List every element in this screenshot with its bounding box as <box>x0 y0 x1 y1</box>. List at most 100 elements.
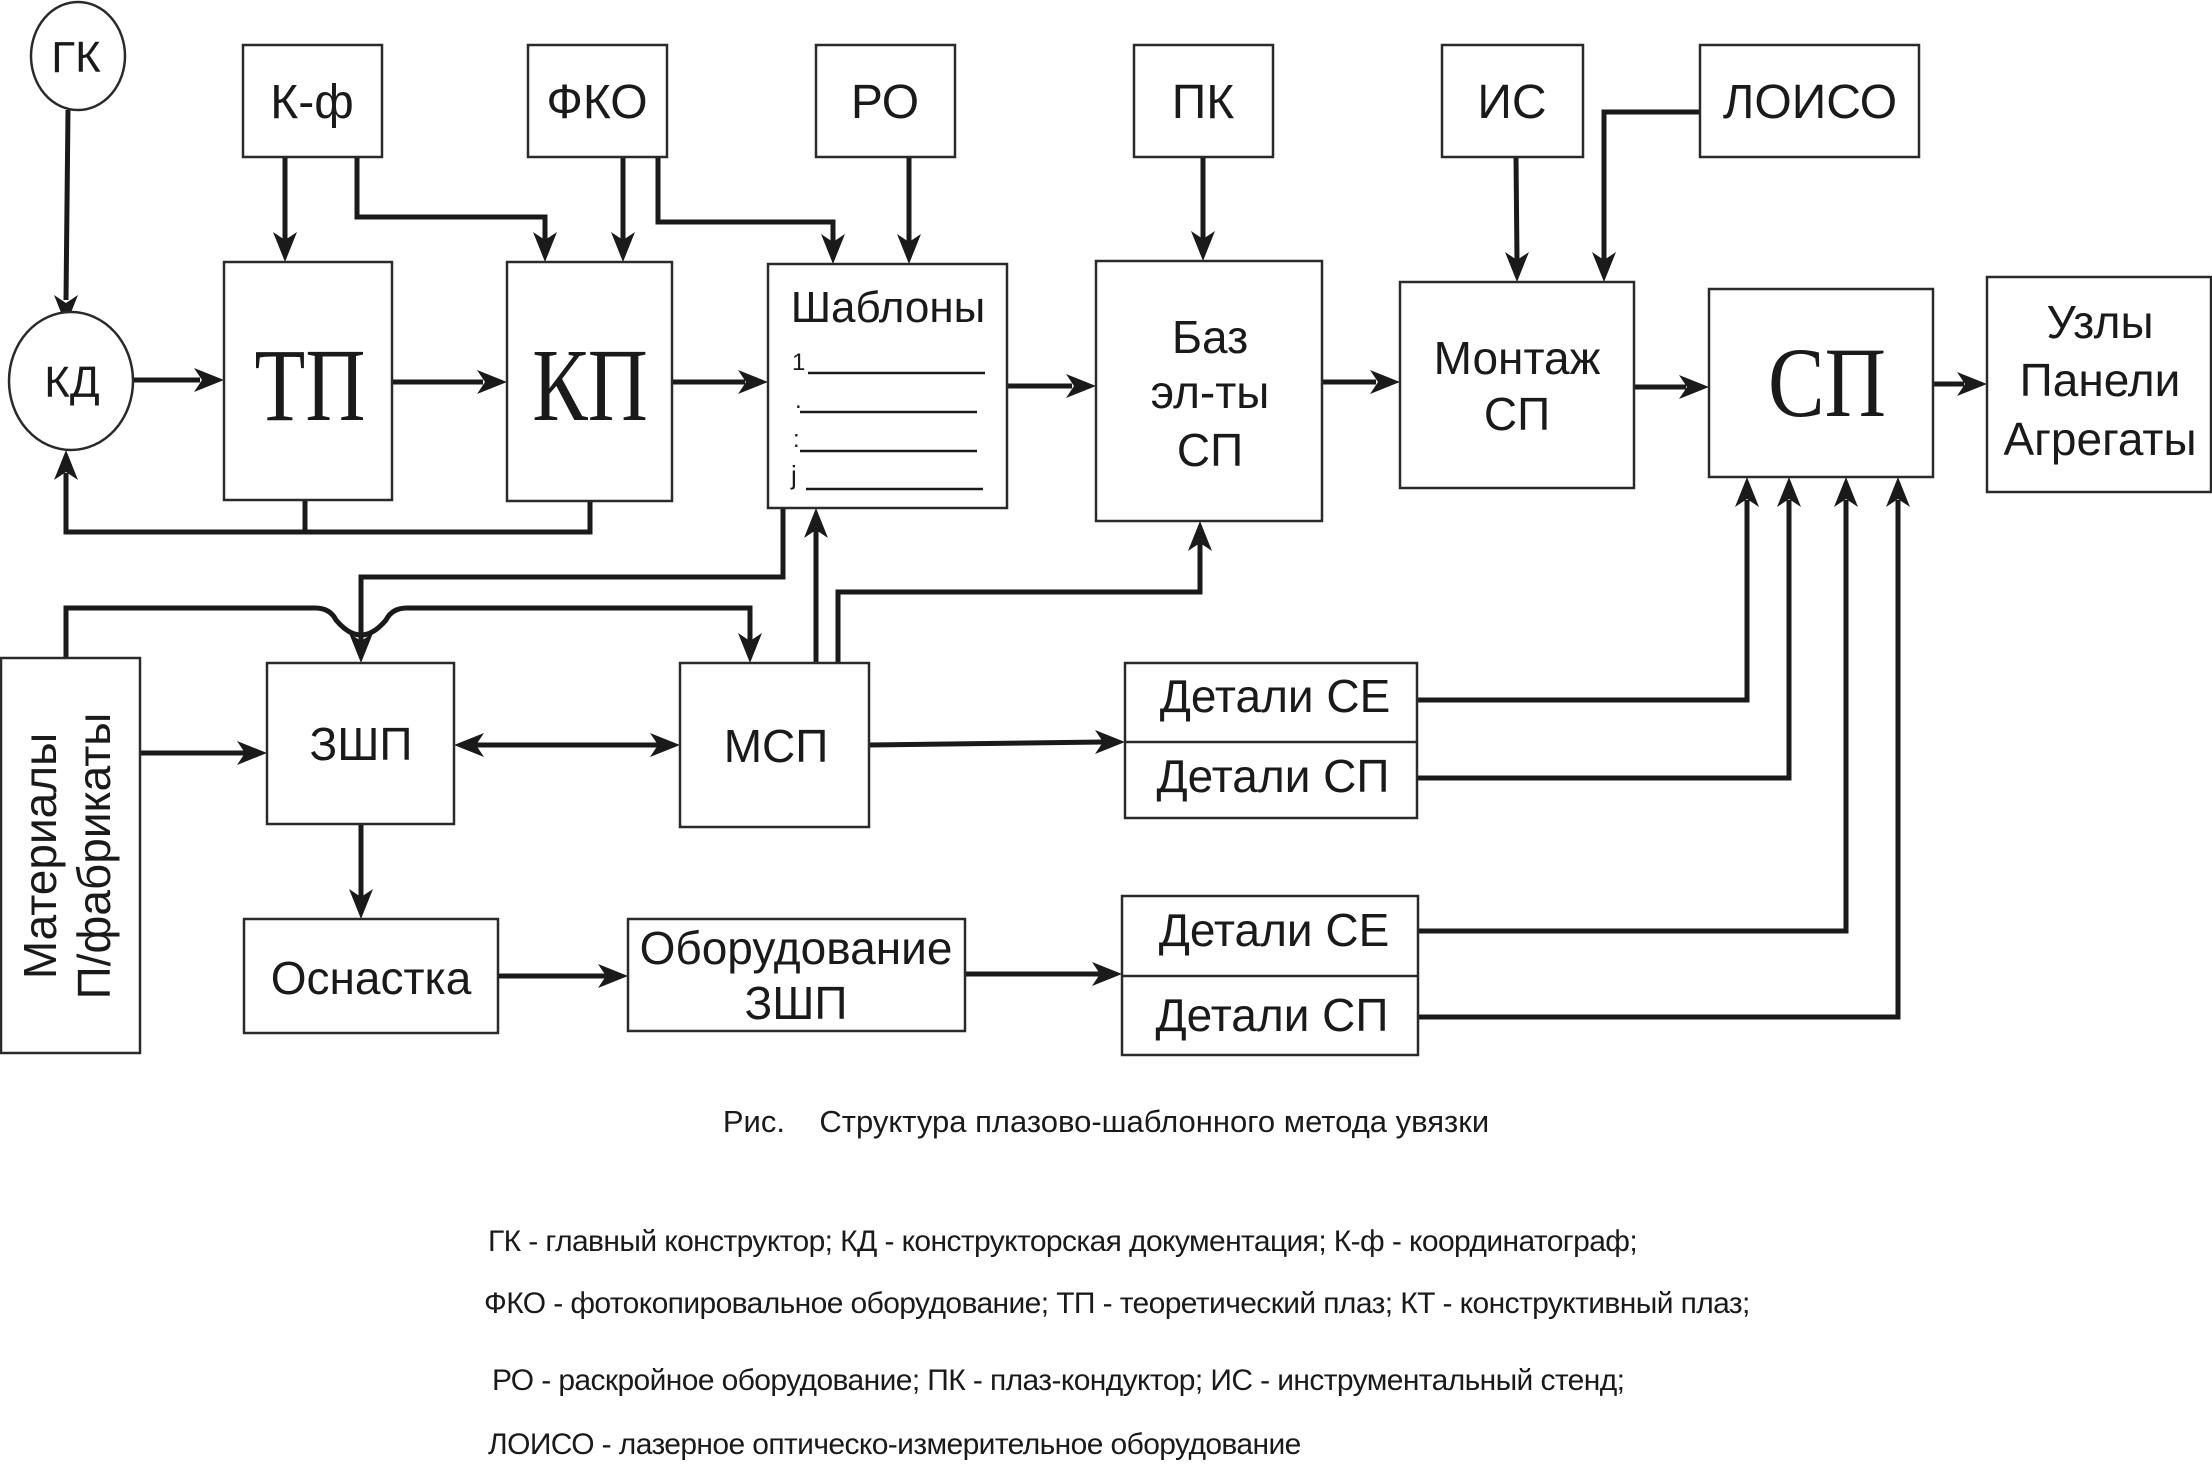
legend-line: ЛОИСО - лазерное оптическо-измерительное… <box>488 1428 1301 1461</box>
parts-top-sp: Детали СП <box>1157 750 1390 802</box>
arrowhead-icon <box>1505 252 1529 282</box>
arrowhead-icon <box>1834 477 1858 507</box>
node-outputs-line-1: Узлы <box>2046 296 2153 348</box>
node-assembly-line-2: СП <box>1484 388 1550 440</box>
node-outputs-line-2: Панели <box>2020 354 2181 406</box>
connector-kf-kp <box>354 157 548 240</box>
arrowhead-icon <box>194 368 224 392</box>
connector-msp-parts-top <box>868 739 1104 748</box>
node-outputs[interactable]: Узлы Панели Агрегаты <box>1985 275 2212 494</box>
node-base-line-3: СП <box>1177 424 1243 476</box>
connector-fko-templates <box>655 157 836 242</box>
arrowhead-icon <box>1957 372 1987 396</box>
template-row-marker: . <box>795 387 802 414</box>
arrowhead-icon <box>1188 521 1212 551</box>
arrowhead-icon <box>650 733 680 757</box>
arrowhead-icon <box>804 508 828 538</box>
arrowhead-icon <box>1777 477 1801 507</box>
node-base-elements[interactable]: Баз эл-ты СП <box>1094 259 1324 523</box>
arrowhead-icon <box>1066 374 1096 398</box>
node-fko-label: ФКО <box>546 76 647 129</box>
node-zshp-label: ЗШП <box>309 718 412 770</box>
template-row-marker: 1 <box>792 349 805 376</box>
template-row-marker: j <box>790 460 797 490</box>
node-kd-label: КД <box>44 358 99 407</box>
node-gk[interactable]: ГК <box>29 0 127 112</box>
node-tooling-label: Оснастка <box>271 952 472 1004</box>
node-kp[interactable]: КП <box>505 260 674 503</box>
node-parts-top[interactable]: Детали СЕ Детали СП <box>1123 661 1419 820</box>
arrowhead-icon <box>1370 370 1400 394</box>
node-kp-label: КП <box>532 328 648 443</box>
node-tp-label: ТП <box>255 328 366 443</box>
node-loiso[interactable]: ЛОИСО <box>1698 43 1921 159</box>
connector-gk-kd <box>63 109 71 301</box>
node-pk-label: ПК <box>1172 76 1235 129</box>
caption-prefix: Рис. <box>722 1104 785 1139</box>
node-kf[interactable]: К-ф <box>241 43 384 159</box>
connector-parts-ce1-sp <box>1417 500 1750 703</box>
arrowhead-icon <box>611 232 635 262</box>
legend-line: ГК - главный конструктор; КД - конструкт… <box>488 1225 1638 1258</box>
parts-bottom-sp: Детали СП <box>1156 989 1389 1041</box>
arrowhead-icon <box>477 370 507 394</box>
node-fko[interactable]: ФКО <box>526 43 669 159</box>
arrowhead-icon <box>897 234 921 264</box>
node-assembly-line-1: Монтаж <box>1434 332 1601 384</box>
connectors <box>63 109 1964 1020</box>
node-is[interactable]: ИС <box>1440 43 1585 159</box>
node-base-line-1: Баз <box>1172 311 1248 363</box>
node-tp[interactable]: ТП <box>222 260 394 502</box>
template-row-marker: : <box>793 426 800 453</box>
node-kf-label: К-ф <box>270 76 353 129</box>
node-assembly[interactable]: Монтаж СП <box>1398 280 1636 490</box>
node-materials[interactable]: Материалы П/фабрикаты <box>0 656 142 1055</box>
arrowhead-icon <box>54 450 78 480</box>
figure-caption: Рис. Структура плазово-шаблонного метода… <box>0 1104 2212 1140</box>
arrowhead-icon <box>1886 477 1910 507</box>
node-loiso-label: ЛОИСО <box>1723 76 1897 129</box>
arrowhead-icon <box>533 232 557 262</box>
arrowhead-icon <box>237 741 267 765</box>
node-materials-line-1: Материалы <box>14 733 66 979</box>
node-ro-label: РО <box>851 76 919 129</box>
node-parts-bottom[interactable]: Детали СЕ Детали СП <box>1120 894 1420 1057</box>
parts-top-ce: Детали СЕ <box>1160 670 1391 722</box>
arrowhead-icon <box>821 234 845 264</box>
arrowheads <box>54 231 1987 988</box>
node-tooling[interactable]: Оснастка <box>242 917 500 1035</box>
node-ro[interactable]: РО <box>814 43 957 159</box>
node-templates-title: Шаблоны <box>791 283 986 332</box>
arrowhead-icon <box>54 295 78 325</box>
node-msp[interactable]: МСП <box>678 661 871 829</box>
node-equipment[interactable]: Оборудование ЗШП <box>626 917 967 1033</box>
arrowhead-icon <box>598 964 628 988</box>
connector-feedback-kd <box>63 473 593 535</box>
legend-line: РО - раскройное оборудование; ПК - плаз-… <box>492 1364 1625 1397</box>
arrowhead-icon <box>738 370 768 394</box>
node-base-line-2: эл-ты <box>1151 366 1270 418</box>
connector-loiso-assembly <box>1601 109 1700 260</box>
node-equipment-line-2: ЗШП <box>744 977 847 1029</box>
node-gk-label: ГК <box>51 33 101 82</box>
node-msp-label: МСП <box>724 720 829 772</box>
node-pk[interactable]: ПК <box>1132 43 1275 159</box>
node-templates[interactable]: Шаблоны 1 . : j <box>766 262 1009 510</box>
arrowhead-icon <box>273 232 297 262</box>
node-kd[interactable]: КД <box>7 310 135 452</box>
node-materials-line-2: П/фабрикаты <box>68 713 120 1000</box>
node-zshp[interactable]: ЗШП <box>265 661 456 826</box>
connector-parts-sp1-sp <box>1417 500 1792 781</box>
node-outputs-line-3: Агрегаты <box>2003 413 2196 465</box>
connector-is-assembly <box>1513 156 1520 261</box>
arrowhead-icon <box>454 733 484 757</box>
connector-msp-base <box>835 543 1203 663</box>
connector-materials-msp <box>63 605 753 658</box>
arrowhead-icon <box>1679 375 1709 399</box>
node-is-label: ИС <box>1477 76 1546 129</box>
node-sp[interactable]: СП <box>1707 287 1935 479</box>
node-equipment-line-1: Оборудование <box>640 922 953 974</box>
arrowhead-icon <box>1592 252 1616 282</box>
arrowhead-icon <box>1092 962 1122 986</box>
